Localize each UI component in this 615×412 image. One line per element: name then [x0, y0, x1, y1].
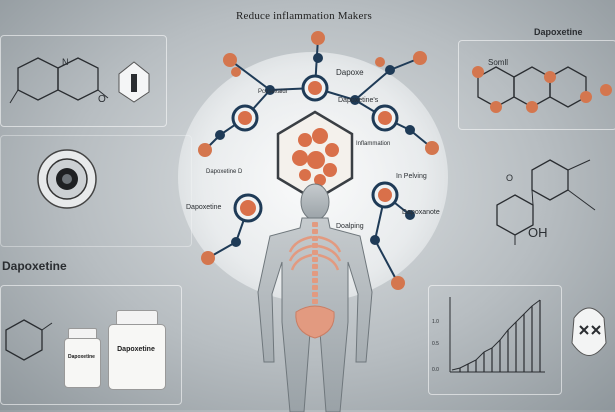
face-mask-icon [566, 298, 612, 368]
right-middle-oh-label: OH [528, 225, 548, 240]
top-left-n-label: N [62, 57, 69, 67]
center-label-9: Doalping [336, 223, 364, 230]
center-label-5: Dapoxetine D [206, 169, 243, 175]
human-body-figure [257, 183, 373, 412]
top-left-molecule-diagram [9, 57, 109, 104]
chart-tick-2: 0.5 [432, 341, 439, 347]
right-top-title: Dapoxetine [534, 27, 583, 37]
chart-panel [428, 285, 562, 395]
center-label-8: Dapoxetine [186, 204, 222, 211]
center-label-7: Dapoxanote [402, 209, 440, 216]
bottle-large: Dapoxetine [108, 310, 166, 390]
top-left-o-label: O [98, 94, 106, 105]
right-top-panel [458, 40, 615, 130]
info-icon [117, 60, 151, 104]
left-bottom-molecule-diagram [5, 319, 53, 361]
page-title: Reduce inflammation Makers [236, 10, 372, 22]
center-label-3: Dapoxetine's [338, 97, 379, 104]
lens-icon [36, 148, 98, 210]
chart-tick-3: 0.0 [432, 367, 439, 373]
left-bottom-panel [0, 285, 182, 405]
right-middle-molecule-diagram [496, 159, 596, 245]
center-label-1: Dapoxe [336, 68, 364, 77]
chart-tick-1: 1.0 [432, 319, 439, 325]
center-label-2: Pcosexaidi [258, 89, 288, 95]
center-label-6: In Pelving [396, 173, 427, 180]
center-label-4: Inflammation [356, 141, 391, 147]
left-section-title: Dapoxetine [2, 259, 67, 273]
right-middle-o-label: O [506, 173, 514, 183]
chart-area [449, 297, 545, 373]
right-top-label: Somll [488, 58, 509, 67]
bottle-small-label: Dapoxetine [68, 354, 95, 360]
right-top-molecule-diagram [472, 66, 612, 113]
bottle-large-label: Dapoxetine [117, 346, 155, 353]
top-left-panel [0, 35, 167, 127]
bottle-small: Dapoxetine [64, 328, 101, 388]
